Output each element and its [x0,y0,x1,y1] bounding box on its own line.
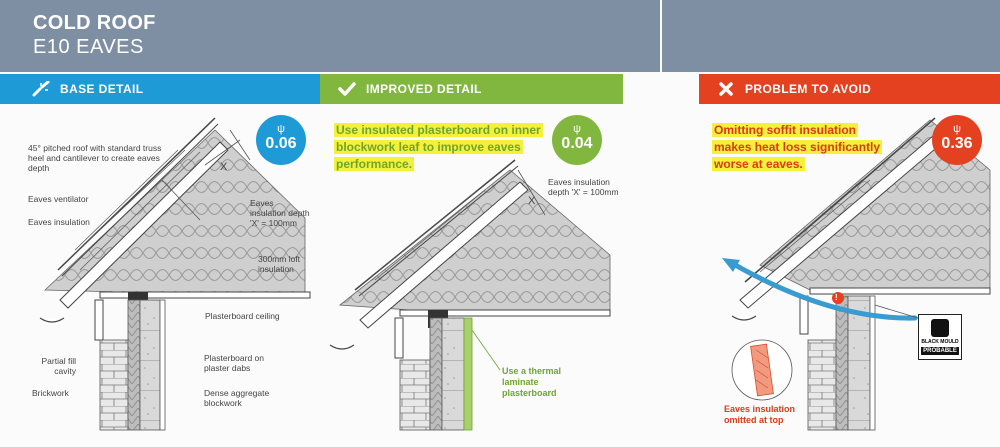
blockwork-label-2: blockwork [204,398,242,408]
thermal-label-2: laminate [502,377,539,387]
black-mould-badge: BLACK MOULD PROBABLE [918,314,962,360]
psi-value: 0.04 [561,135,593,152]
depth-label-2: insulation depth [250,208,310,218]
warning-mark: ! [835,293,838,302]
base-description: 45° pitched roof with standard truss hee… [28,143,162,173]
plaster-dabs-label-1: Plasterboard on [204,353,265,363]
improved-highlight-3: performance. [334,157,415,171]
base-detail-band: BASE DETAIL [0,74,320,104]
problem-to-avoid-band: PROBLEM TO AVOID [699,74,1000,104]
mould-label-1: BLACK MOULD [921,339,959,345]
improved-detail-drawing [329,159,611,431]
thermal-label-1: Use a thermal [502,366,562,376]
improved-x-mark: X [528,195,536,207]
base-psi-badge: ψ 0.06 [256,115,306,165]
depth-label-1: Eaves [250,198,274,208]
problem-psi-badge: ψ 0.36 [932,115,982,165]
improved-depth-label-2: depth 'X' = 100mm [548,187,619,197]
problem-to-avoid-label: PROBLEM TO AVOID [745,82,872,96]
improved-highlight-2: blockwork leaf to improve eaves [334,140,523,154]
partial-fill-label-2: cavity [54,366,76,376]
cross-icon [713,82,739,96]
psi-value: 0.06 [265,135,297,152]
psi-symbol: ψ [277,123,285,135]
omitted-label-1: Eaves insulation [724,404,796,414]
improved-highlight-1: Use insulated plasterboard on inner [334,123,543,137]
plaster-dabs-label-2: plaster dabs [204,363,251,373]
improved-psi-badge: ψ 0.04 [552,115,602,165]
base-detail-label: BASE DETAIL [60,82,144,96]
loft-label-2: insulation [258,264,294,274]
problem-highlight-3: worse at eaves. [712,157,805,171]
improved-detail-label: IMPROVED DETAIL [366,82,482,96]
psi-value: 0.36 [941,135,973,152]
thermal-label-3: plasterboard [502,388,557,398]
base-detail-drawing [39,117,311,431]
page-title: COLD ROOF [33,12,156,34]
problem-highlight-2: makes heat loss significantly [712,140,883,154]
plasterboard-ceiling-label: Plasterboard ceiling [205,311,280,321]
broken-link-icon [28,81,54,97]
eaves-ventilator-label: Eaves ventilator [28,194,89,204]
improved-depth-label-1: Eaves insulation [548,177,610,187]
improved-detail-band: IMPROVED DETAIL [320,74,623,104]
partial-fill-label-1: Partial fill [41,356,76,366]
depth-label-3: 'X' = 100mm [250,218,297,228]
brickwork-label: Brickwork [32,388,69,398]
mould-label-2: PROBABLE [921,347,959,355]
psi-symbol: ψ [953,123,961,135]
check-icon [334,82,360,96]
header-divider [660,0,662,72]
psi-symbol: ψ [573,123,581,135]
blockwork-label-1: Dense aggregate [204,388,270,398]
mould-icon [931,319,949,337]
page-subtitle: E10 EAVES [33,36,144,58]
base-x-mark: X [220,161,228,173]
page-header: COLD ROOF E10 EAVES [0,0,1000,72]
omitted-label-2: omitted at top [724,415,784,425]
loft-label-1: 300mm loft [258,254,301,264]
eaves-insulation-label: Eaves insulation [28,217,90,227]
problem-highlight-1: Omitting soffit insulation [712,123,858,137]
problem-drawing [722,117,991,431]
